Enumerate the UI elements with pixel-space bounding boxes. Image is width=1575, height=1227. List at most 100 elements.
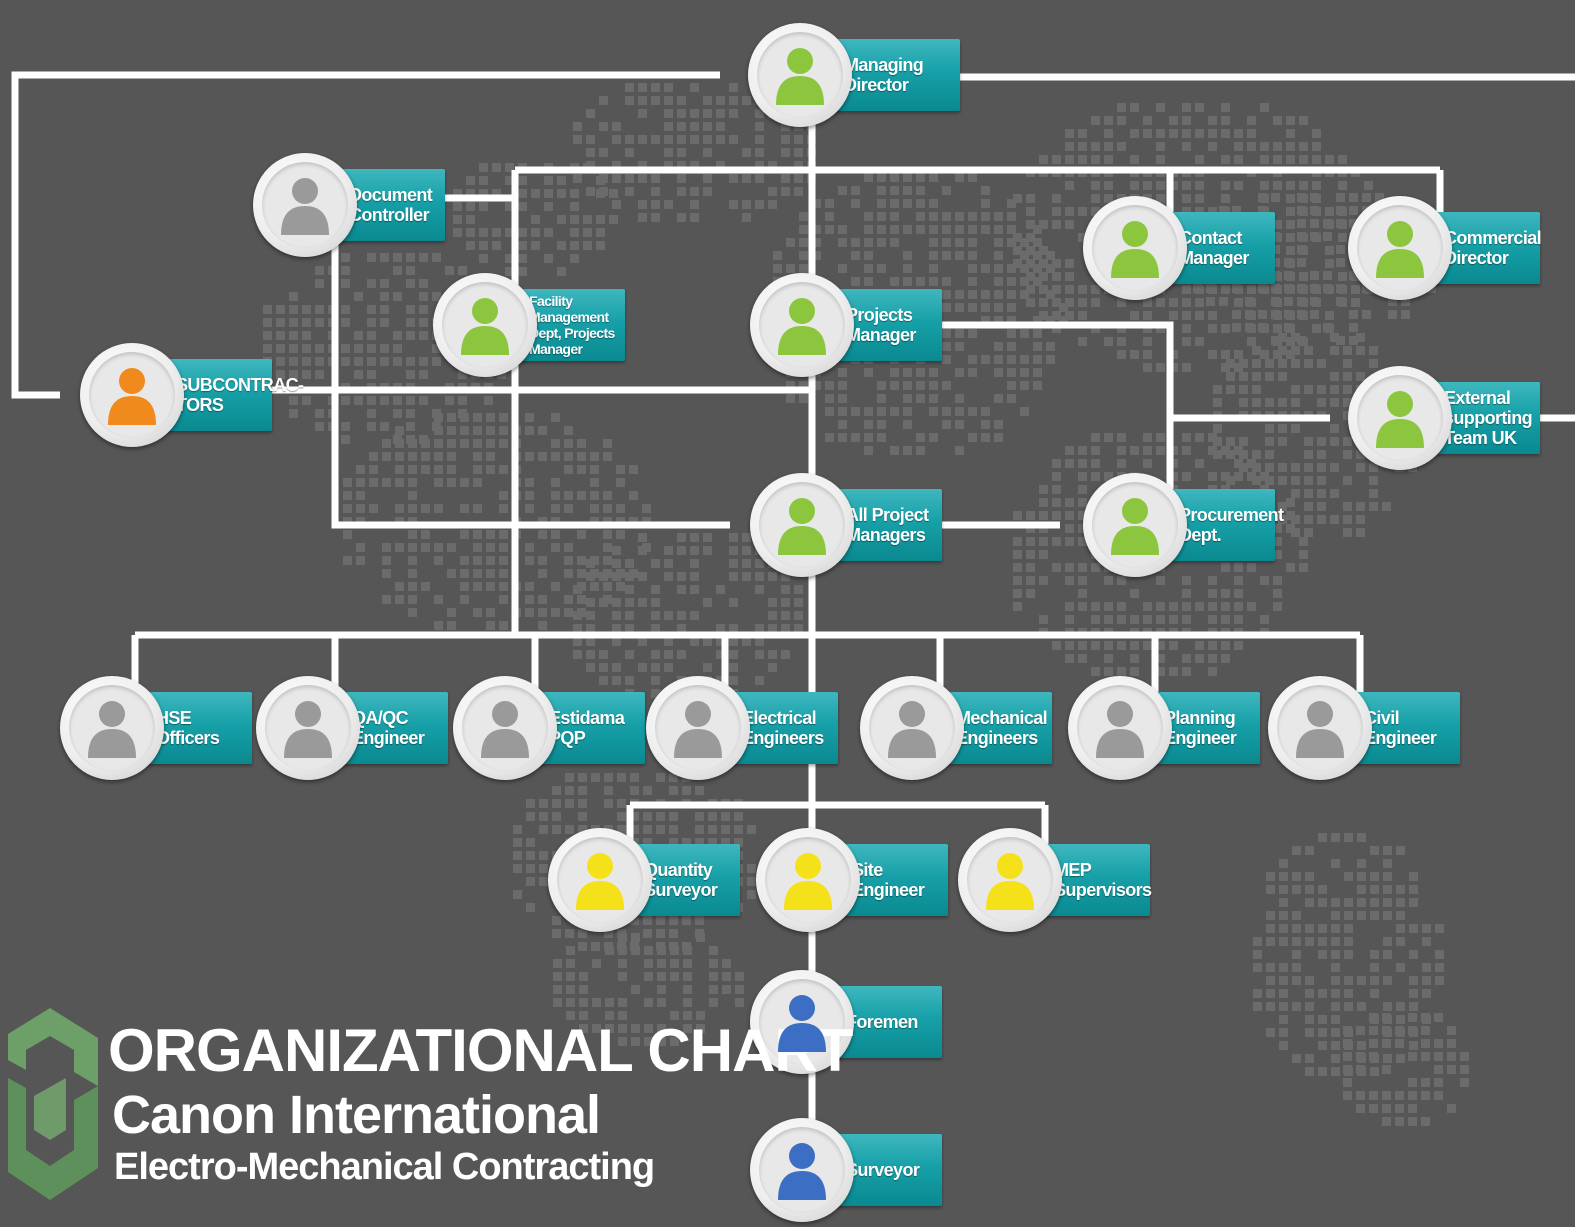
map-dot xyxy=(877,225,886,234)
map-dot xyxy=(703,135,712,144)
map-dot xyxy=(656,825,665,834)
map-dot xyxy=(499,491,508,500)
map-dot xyxy=(1396,937,1405,946)
map-dot xyxy=(1344,833,1353,842)
map-dot xyxy=(625,174,634,183)
map-dot xyxy=(382,569,391,578)
map-dot xyxy=(1273,511,1282,520)
map-dot xyxy=(903,420,912,429)
map-dot xyxy=(1336,336,1345,345)
map-dot xyxy=(1343,1052,1352,1061)
map-dot xyxy=(603,452,612,461)
map-dot xyxy=(1396,885,1405,894)
map-dot xyxy=(838,225,847,234)
map-dot xyxy=(1382,1117,1391,1126)
map-dot xyxy=(1331,859,1340,868)
person-yellow-icon xyxy=(986,853,1034,910)
map-dot xyxy=(1258,284,1267,293)
map-dot xyxy=(460,439,469,448)
map-dot xyxy=(1421,1091,1430,1100)
map-dot xyxy=(499,595,508,604)
map-dot xyxy=(755,122,764,131)
map-dot xyxy=(406,305,415,314)
map-dot xyxy=(1182,103,1191,112)
map-dot xyxy=(799,264,808,273)
map-dot xyxy=(651,585,660,594)
map-dot xyxy=(395,452,404,461)
map-dot xyxy=(664,572,673,581)
map-dot xyxy=(1330,398,1339,407)
map-dot xyxy=(1409,1041,1418,1050)
map-dot xyxy=(955,368,964,377)
map-dot xyxy=(903,186,912,195)
map-dot xyxy=(1007,394,1016,403)
map-dot xyxy=(1317,450,1326,459)
map-dot xyxy=(1143,116,1152,125)
map-dot xyxy=(1273,350,1282,359)
map-dot xyxy=(616,465,625,474)
map-dot xyxy=(1279,1002,1288,1011)
map-dot xyxy=(677,187,686,196)
map-dot xyxy=(1065,563,1074,572)
node-surveyor: Surveyor xyxy=(750,1118,942,1222)
map-dot xyxy=(1291,359,1300,368)
map-dot xyxy=(1279,885,1288,894)
map-dot xyxy=(603,504,612,513)
map-dot xyxy=(592,1024,601,1033)
map-dot xyxy=(393,396,402,405)
map-dot xyxy=(1265,424,1274,433)
map-dot xyxy=(1234,446,1243,455)
map-dot xyxy=(406,279,415,288)
map-dot xyxy=(447,621,456,630)
map-dot xyxy=(631,1024,640,1033)
map-dot xyxy=(1013,246,1022,255)
map-dot xyxy=(729,96,738,105)
map-dot xyxy=(703,637,712,646)
map-dot xyxy=(1356,515,1365,524)
map-dot xyxy=(1344,937,1353,946)
map-dot xyxy=(1169,641,1178,650)
map-dot xyxy=(1104,654,1113,663)
map-dot xyxy=(1182,181,1191,190)
map-dot xyxy=(1065,129,1074,138)
map-dot xyxy=(1117,337,1126,346)
map-dot xyxy=(877,199,886,208)
map-dot xyxy=(1325,311,1334,320)
map-dot xyxy=(538,608,547,617)
map-dot xyxy=(734,838,743,847)
person-green-icon xyxy=(461,298,509,355)
map-dot xyxy=(1091,181,1100,190)
map-dot xyxy=(289,396,298,405)
map-dot xyxy=(786,381,795,390)
map-dot xyxy=(1266,872,1275,881)
map-dot xyxy=(453,228,462,237)
map-dot xyxy=(1338,272,1347,281)
map-dot xyxy=(1052,472,1061,481)
map-dot xyxy=(1331,1028,1340,1037)
map-dot xyxy=(302,344,311,353)
map-dot xyxy=(1104,602,1113,611)
map-dot xyxy=(1226,359,1235,368)
map-dot xyxy=(570,254,579,263)
map-dot xyxy=(276,318,285,327)
map-dot xyxy=(942,277,951,286)
map-dot xyxy=(1143,446,1152,455)
map-dot xyxy=(1232,310,1241,319)
map-dot xyxy=(1284,284,1293,293)
map-dot xyxy=(596,189,605,198)
map-dot xyxy=(1284,271,1293,280)
map-dot xyxy=(1338,155,1347,164)
map-dot xyxy=(1304,489,1313,498)
map-dot xyxy=(708,838,717,847)
map-dot xyxy=(1343,1078,1352,1087)
map-dot xyxy=(1299,116,1308,125)
map-dot xyxy=(1304,528,1313,537)
map-dot xyxy=(1252,398,1261,407)
map-dot xyxy=(369,478,378,487)
map-dot xyxy=(955,446,964,455)
map-dot xyxy=(1065,459,1074,468)
map-dot xyxy=(1396,1054,1405,1063)
person-green-icon xyxy=(1376,221,1424,278)
map-dot xyxy=(1026,233,1035,242)
map-dot xyxy=(1039,485,1048,494)
